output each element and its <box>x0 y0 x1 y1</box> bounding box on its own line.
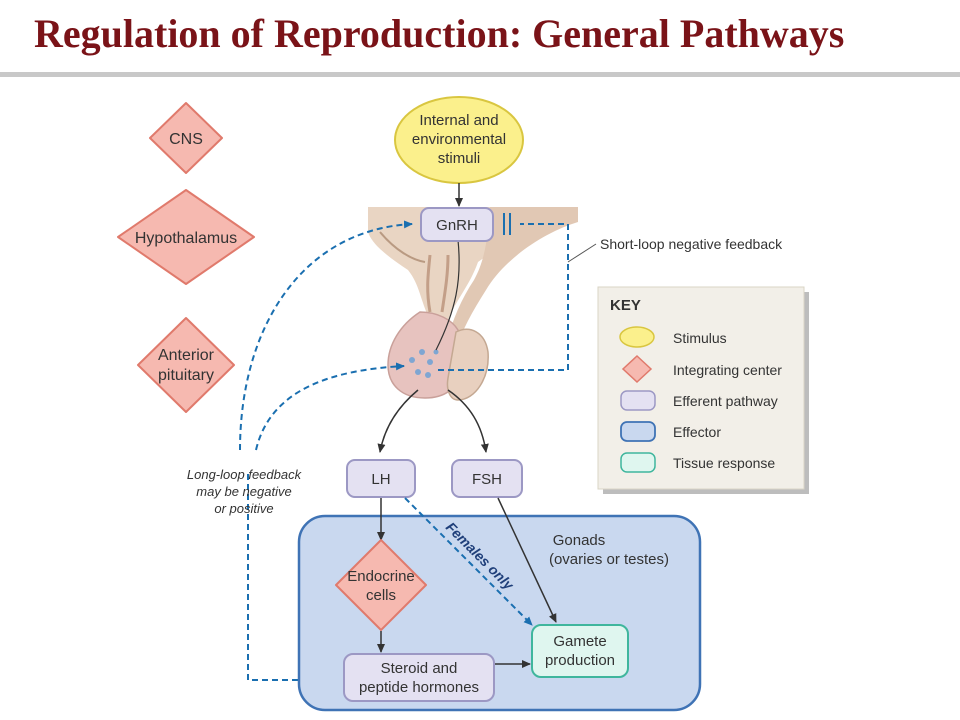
gamete-label-2: production <box>545 652 615 669</box>
hypothalamus-label: Hypothalamus <box>135 230 237 247</box>
long-loop-to-gnrh <box>239 220 413 451</box>
key-item-stimulus: Stimulus <box>673 330 727 346</box>
page-title: Regulation of Reproduction: General Path… <box>34 11 845 56</box>
key-efferent-swatch <box>620 390 656 411</box>
svg-text:may be negative: may be negative <box>196 484 291 499</box>
arrow-pituitary-fsh <box>447 389 489 453</box>
title-divider <box>0 72 960 77</box>
fsh-label: FSH <box>472 471 502 488</box>
short-loop-leader <box>567 243 597 263</box>
stimulus-line-1: Internal and <box>419 112 498 129</box>
steroid-node: Steroid and peptide hormones <box>343 653 495 702</box>
stimulus-node: Internal and environmental stimuli <box>394 96 524 184</box>
key-item-tissue: Tissue response <box>673 455 775 471</box>
gamete-node: Gamete production <box>531 624 629 678</box>
endocrine-label-1: Endocrine <box>347 568 415 585</box>
anterior-pituitary-diamond: Anterior pituitary <box>137 317 235 413</box>
lh-label: LH <box>371 471 390 488</box>
lh-node: LH <box>346 459 416 498</box>
arrow-fsh-gamete <box>497 497 557 623</box>
cns-label: CNS <box>169 131 203 148</box>
anterior-pituitary-label-1: Anterior <box>158 347 215 364</box>
gonads-label-2: (ovaries or testes) <box>549 551 669 568</box>
key-integrating-swatch <box>621 354 653 384</box>
gnrh-node: GnRH <box>420 207 494 242</box>
short-loop-feedback-line <box>438 223 569 371</box>
svg-text:Long-loop feedback: Long-loop feedback <box>187 467 303 482</box>
key-tissue-swatch <box>620 452 656 473</box>
key-item-integrating: Integrating center <box>673 362 782 378</box>
short-loop-label: Short-loop negative feedback <box>600 236 783 252</box>
anterior-pituitary-label-2: pituitary <box>158 367 214 384</box>
stimulus-line-2: environmental <box>412 131 506 148</box>
stimulus-line-3: stimuli <box>438 150 481 167</box>
arrow-pituitary-lh <box>377 389 419 453</box>
key-stimulus-swatch <box>619 326 655 348</box>
hypothalamus-diamond: Hypothalamus <box>117 189 255 285</box>
gnrh-label: GnRH <box>436 217 478 234</box>
key-panel: KEY Stimulus Integrating center Efferent… <box>597 286 809 494</box>
key-heading: KEY <box>610 297 641 314</box>
long-loop-label: Long-loop feedback may be negative or po… <box>187 467 303 516</box>
key-effector-swatch <box>620 421 656 442</box>
long-loop-to-pituitary <box>255 362 405 451</box>
steroid-label-2: peptide hormones <box>359 679 479 696</box>
gamete-label-1: Gamete <box>553 633 606 650</box>
steroid-label-1: Steroid and <box>381 660 458 677</box>
fsh-node: FSH <box>451 459 523 498</box>
endocrine-cells-node: Endocrine cells <box>335 539 427 631</box>
endocrine-label-2: cells <box>366 587 396 604</box>
svg-text:or positive: or positive <box>214 501 273 516</box>
gonads-label-1: Gonads <box>553 532 606 549</box>
key-item-effector: Effector <box>673 424 721 440</box>
cns-diamond: CNS <box>149 102 223 174</box>
key-item-efferent: Efferent pathway <box>673 393 778 409</box>
